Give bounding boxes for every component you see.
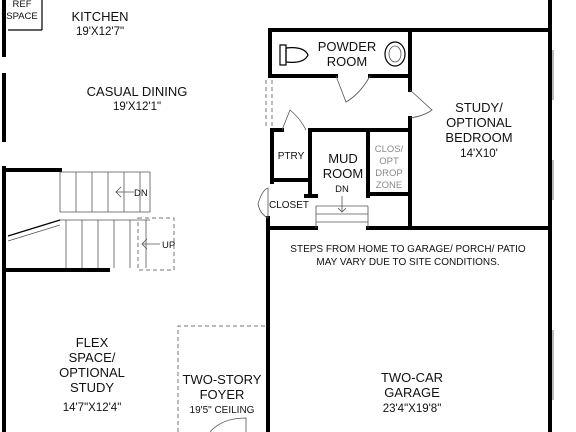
drop-zone-label-2: OPT xyxy=(379,156,399,167)
stair-dn-label: DN xyxy=(134,188,148,199)
toilet-icon xyxy=(279,44,309,66)
flex-name-2: SPACE/ xyxy=(69,350,116,365)
study-name-2: OPTIONAL xyxy=(446,115,512,130)
study-name: STUDY/ xyxy=(455,100,503,115)
stair-up-label: UP xyxy=(162,240,175,251)
mud-room-name-2: ROOM xyxy=(323,166,363,181)
powder-room-name-2: ROOM xyxy=(327,54,367,69)
dashed-lines xyxy=(177,80,273,432)
garage-name: TWO-CAR xyxy=(381,370,443,385)
ref-space-label: REF xyxy=(13,0,32,10)
casual-dining-name: CASUAL DINING xyxy=(87,84,188,99)
study-dims: 14'X10' xyxy=(460,148,498,160)
site-note-line-2: MAY VARY DUE TO SITE CONDITIONS. xyxy=(316,257,499,268)
flex-dims: 14'7"X12'4" xyxy=(63,402,122,414)
foyer-name: TWO-STORY xyxy=(183,372,262,387)
study-name-3: BEDROOM xyxy=(445,130,512,145)
flex-name: FLEX xyxy=(76,335,109,350)
drop-zone-label-3: DROP xyxy=(375,168,402,179)
drop-zone-label-4: ZONE xyxy=(376,180,402,191)
handrail xyxy=(7,224,61,242)
mud-dn-label: DN xyxy=(335,184,349,195)
sink-icon xyxy=(384,41,406,67)
ref-space-label-2: SPACE xyxy=(6,11,38,22)
flex-name-3: OPTIONAL xyxy=(59,365,125,380)
up-arrow-icon xyxy=(141,238,148,250)
staircase: DN UP xyxy=(7,171,175,271)
casual-dining-dims: 19'X12'1" xyxy=(113,101,161,113)
garage-step xyxy=(315,196,369,228)
stair-landing xyxy=(137,217,175,271)
door-swings xyxy=(209,75,433,432)
down-arrow-icon xyxy=(115,186,122,198)
walls xyxy=(2,0,554,432)
mud-room-name: MUD xyxy=(328,151,358,166)
kitchen-dims: 19'X12'7" xyxy=(76,26,124,38)
kitchen-name: KITCHEN xyxy=(71,9,128,24)
drop-zone-label: CLOS/ xyxy=(375,144,404,155)
garage-dims: 23'4"X19'8" xyxy=(383,403,442,415)
site-note-line-1: STEPS FROM HOME TO GARAGE/ PORCH/ PATIO xyxy=(290,244,526,255)
flex-name-4: STUDY xyxy=(70,380,114,395)
foyer-ceiling: 19'5" CEILING xyxy=(190,405,255,416)
pantry-name: PTRY xyxy=(278,151,305,162)
foyer-name-2: FOYER xyxy=(200,387,245,402)
closet-name: CLOSET xyxy=(269,200,309,211)
garage-name-2: GARAGE xyxy=(384,385,440,400)
handrail xyxy=(7,219,61,237)
powder-room-name: POWDER xyxy=(318,39,377,54)
